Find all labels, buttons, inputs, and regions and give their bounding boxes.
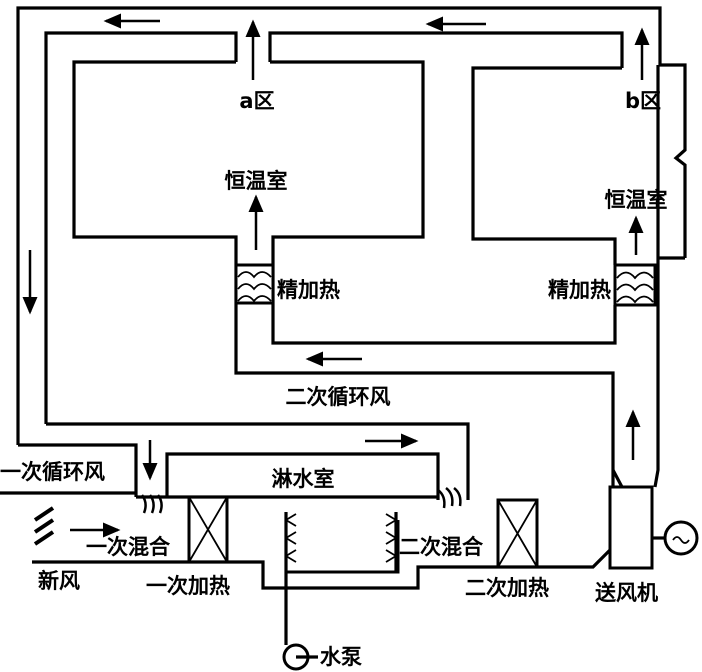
secondary-heater: [496, 498, 539, 569]
supply-fan-label: 送风机: [595, 581, 658, 605]
water-pump-label: 水泵: [320, 645, 362, 669]
outer-return-duct-wall: [16, 6, 687, 445]
primary-return-label: 一次循环风: [0, 460, 105, 484]
secondary-return-duct-outer: [46, 422, 470, 500]
supply-fan: [608, 485, 654, 570]
secondary-return-damper-icon: [437, 487, 462, 509]
primary-mix-label: 一次混合: [86, 535, 171, 559]
motor-icon: [663, 520, 699, 556]
air-handler-bottom: [32, 548, 612, 590]
room-a-wall: [72, 60, 615, 487]
fresh-air-label: 新风: [38, 569, 80, 593]
room-b-label: 恒温室: [605, 188, 668, 212]
secondary-mix-label: 二次混合: [399, 535, 484, 559]
inner-return-duct-wall-right: [268, 31, 624, 68]
spray-nozzles-right: [385, 512, 398, 572]
reheater-a: [234, 263, 275, 305]
room-b-wall: [471, 66, 622, 265]
reheat-a-label: 精加热: [277, 278, 340, 302]
zone-b-label: b区: [625, 89, 661, 113]
reheat-b-label: 精加热: [548, 278, 611, 302]
motor-ac-symbol: [672, 536, 690, 544]
primary-heater: [187, 495, 229, 564]
reheater-b: [613, 263, 657, 307]
fresh-air-louver-icon: [33, 506, 55, 546]
spray-nozzles-left: [284, 512, 297, 572]
secondary-heat-label: 二次加热: [465, 576, 549, 600]
room-b-outlet-wall: [653, 65, 660, 488]
secondary-return-label: 二次循环风: [286, 385, 391, 409]
inner-return-duct-wall-left: [44, 31, 238, 424]
room-a-label: 恒温室: [225, 169, 288, 193]
primary-return-duct: [18, 443, 138, 497]
fan-inlet-cone: [611, 469, 624, 488]
secondary-return-duct-inner: [165, 452, 440, 500]
zone-a-label: a区: [239, 89, 274, 113]
spray-tray: [286, 520, 400, 574]
primary-heat-label: 一次加热: [146, 574, 230, 598]
flow-arrows: [22, 13, 650, 538]
room-a-wall-right: [270, 60, 617, 345]
spray-chamber-label: 淋水室: [272, 467, 335, 491]
primary-return-damper-icon: [140, 494, 163, 514]
